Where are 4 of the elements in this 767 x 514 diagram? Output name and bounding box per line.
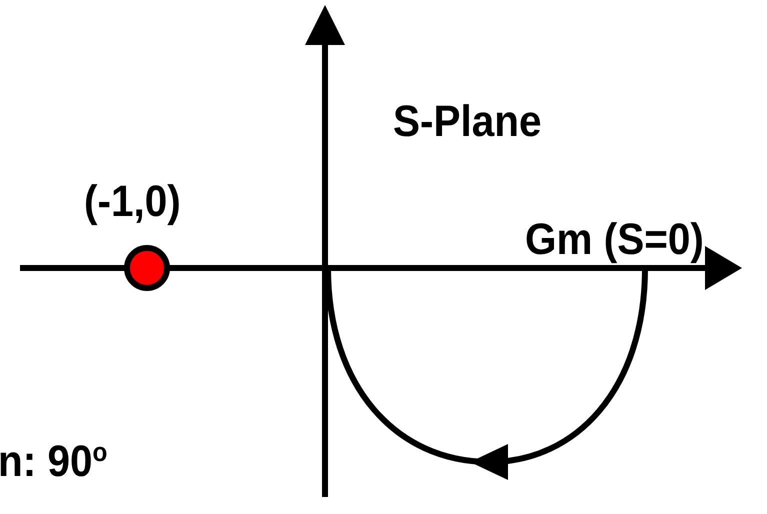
- plane-label: S-Plane: [393, 100, 542, 144]
- phase-margin-label: n: 90$^{o}$: [0, 440, 108, 484]
- gain-margin-label: Gm (S=0): [525, 218, 704, 262]
- point-label: (-1,0): [84, 180, 181, 224]
